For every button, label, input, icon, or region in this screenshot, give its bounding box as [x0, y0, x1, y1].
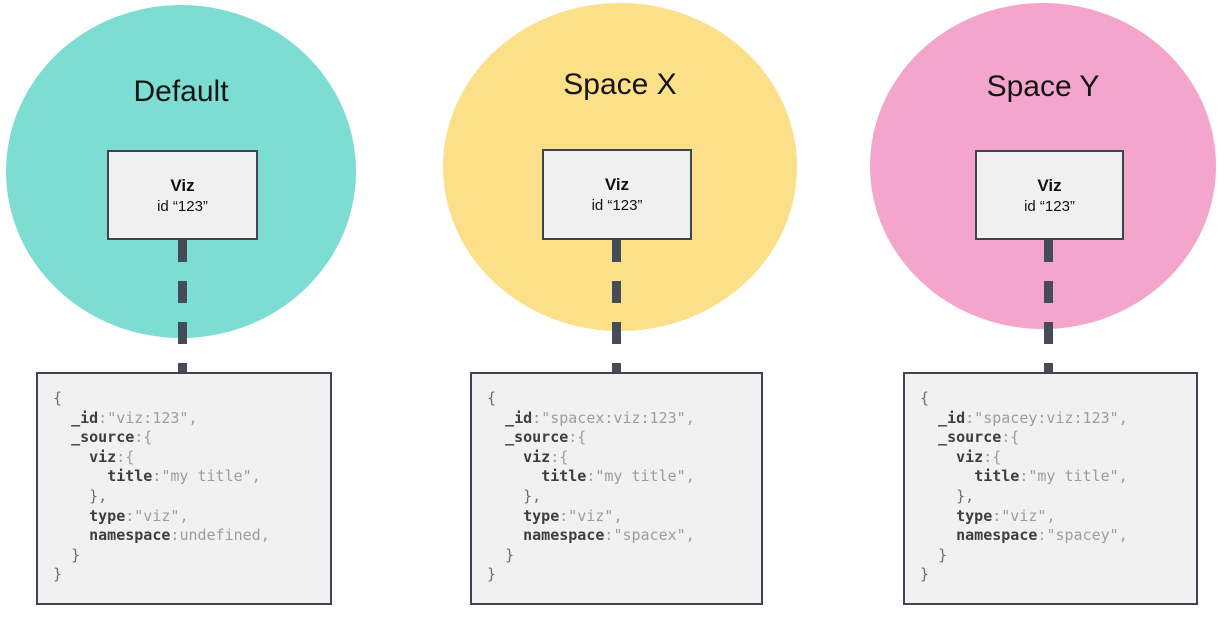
es-document-code-block: { _id:"viz:123", _source:{ viz:{ title:"… — [36, 372, 332, 605]
viz-card-id: id “123” — [591, 197, 643, 214]
space-label-default: Default — [133, 75, 229, 108]
space-label-space-y: Space Y — [986, 70, 1100, 103]
connector-dashed-line — [1044, 240, 1053, 373]
es-document-code-block: { _id:"spacex:viz:123", _source:{ viz:{ … — [470, 372, 763, 605]
space-label-space-x: Space X — [563, 68, 677, 101]
viz-card-title: Viz — [604, 175, 630, 194]
connector-dashed-line — [178, 240, 187, 373]
viz-saved-object-card: Viz id “123” — [975, 150, 1124, 240]
viz-saved-object-card: Viz id “123” — [542, 149, 692, 240]
viz-card-title: Viz — [1037, 175, 1062, 195]
viz-card-title: Viz — [170, 175, 195, 195]
connector-dashed-line — [612, 240, 621, 373]
es-document-code-block: { _id:"spacey:viz:123", _source:{ viz:{ … — [903, 372, 1198, 605]
viz-saved-object-card: Viz id “123” — [107, 150, 258, 240]
viz-card-id: id “123” — [157, 197, 208, 215]
viz-card-id: id “123” — [1024, 197, 1075, 215]
